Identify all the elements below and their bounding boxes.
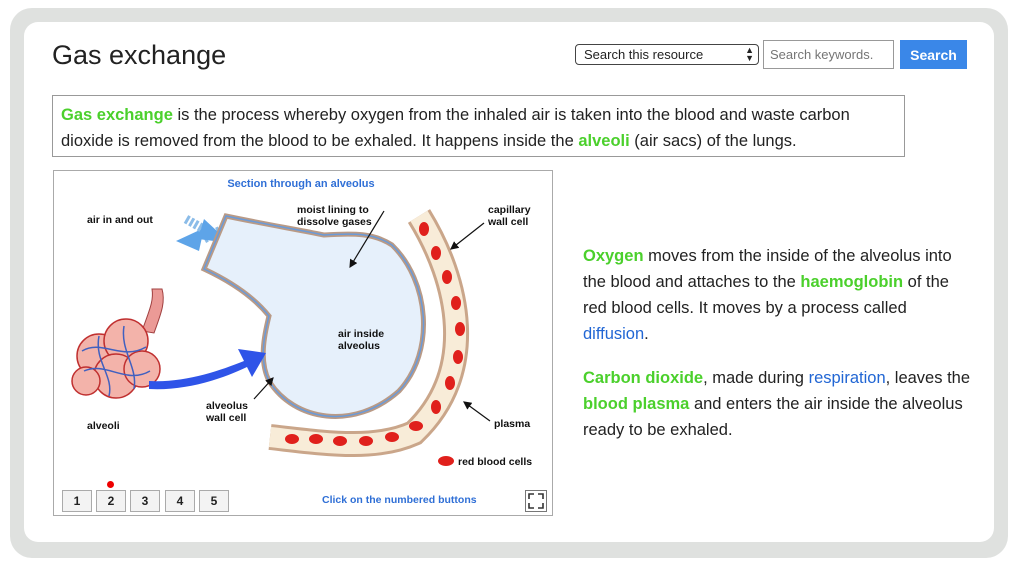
alveoli-cluster-icon	[71, 288, 164, 399]
current-step-indicator	[107, 481, 114, 488]
label-air-inside-1: air inside	[338, 328, 384, 340]
chevron-updown-icon: ▲▼	[745, 45, 754, 63]
search-scope-label: Search this resource	[584, 47, 704, 62]
alveolus-diagram[interactable]: Section through an alveolus	[53, 170, 553, 516]
oxygen-paragraph: Oxygen moves from the inside of the alve…	[583, 243, 973, 347]
intro-term-gas-exchange: Gas exchange	[61, 106, 173, 124]
oxygen-text-2: of the red blood cells. It moves by a pr…	[583, 273, 949, 317]
capillary-tube	[268, 209, 470, 458]
term-blood-plasma: blood plasma	[583, 395, 690, 413]
label-capillary-1: capillary	[488, 204, 531, 216]
term-haemoglobin: haemoglobin	[800, 273, 904, 291]
term-oxygen: Oxygen	[583, 247, 644, 265]
carbon-dioxide-paragraph: Carbon dioxide, made during respiration,…	[583, 365, 973, 443]
step-button-4[interactable]: 4	[165, 490, 195, 512]
search-button[interactable]: Search	[900, 40, 967, 69]
step-button-2[interactable]: 2	[96, 490, 126, 512]
label-wall-cell-2: wall cell	[205, 412, 246, 424]
alveolus-illustration: Section through an alveolus	[71, 178, 532, 506]
label-moist-lining-2: dissolve gases	[297, 216, 372, 228]
step-button-5[interactable]: 5	[199, 490, 229, 512]
link-diffusion[interactable]: diffusion	[583, 325, 645, 343]
zoom-arrow-icon	[149, 349, 266, 390]
label-wall-cell-1: alveolus	[206, 400, 248, 412]
fullscreen-button[interactable]	[525, 490, 547, 512]
fullscreen-icon	[528, 493, 544, 509]
label-capillary-2: wall cell	[487, 216, 528, 228]
step-button-1[interactable]: 1	[62, 490, 92, 512]
oxygen-text-3: .	[644, 325, 649, 343]
oxygen-text-1: moves from the inside of the alveolus in…	[583, 247, 952, 291]
label-air-inside-2: alveolus	[338, 340, 380, 352]
co2-text-2: , leaves the	[885, 369, 971, 387]
link-respiration[interactable]: respiration	[808, 369, 886, 387]
search-scope-select[interactable]: Search this resource ▲▼	[575, 44, 759, 65]
diagram-hint: Click on the numbered buttons	[322, 494, 477, 506]
label-plasma: plasma	[494, 418, 530, 430]
intro-text-1: is the process whereby oxygen from the i…	[61, 106, 850, 150]
intro-text-2: (air sacs) of the lungs.	[629, 132, 797, 150]
rbc-legend-icon	[438, 456, 454, 466]
page-title: Gas exchange	[52, 40, 227, 70]
co2-text-3: and enters the air inside the alveolus r…	[583, 395, 963, 439]
step-button-3[interactable]: 3	[130, 490, 160, 512]
label-moist-lining-1: moist lining to	[297, 204, 369, 216]
label-alveoli: alveoli	[87, 420, 120, 432]
search-input[interactable]	[763, 40, 894, 69]
alveolus-sac	[200, 213, 426, 419]
co2-text-1: , made during	[703, 369, 809, 387]
diagram-title: Section through an alveolus	[227, 178, 374, 190]
intro-term-alveoli: alveoli	[578, 132, 630, 150]
term-carbon-dioxide: Carbon dioxide	[583, 369, 704, 387]
intro-box: Gas exchange is the process whereby oxyg…	[52, 95, 905, 157]
label-red-blood-cells: red blood cells	[458, 456, 532, 468]
label-air-in-out: air in and out	[87, 214, 153, 226]
